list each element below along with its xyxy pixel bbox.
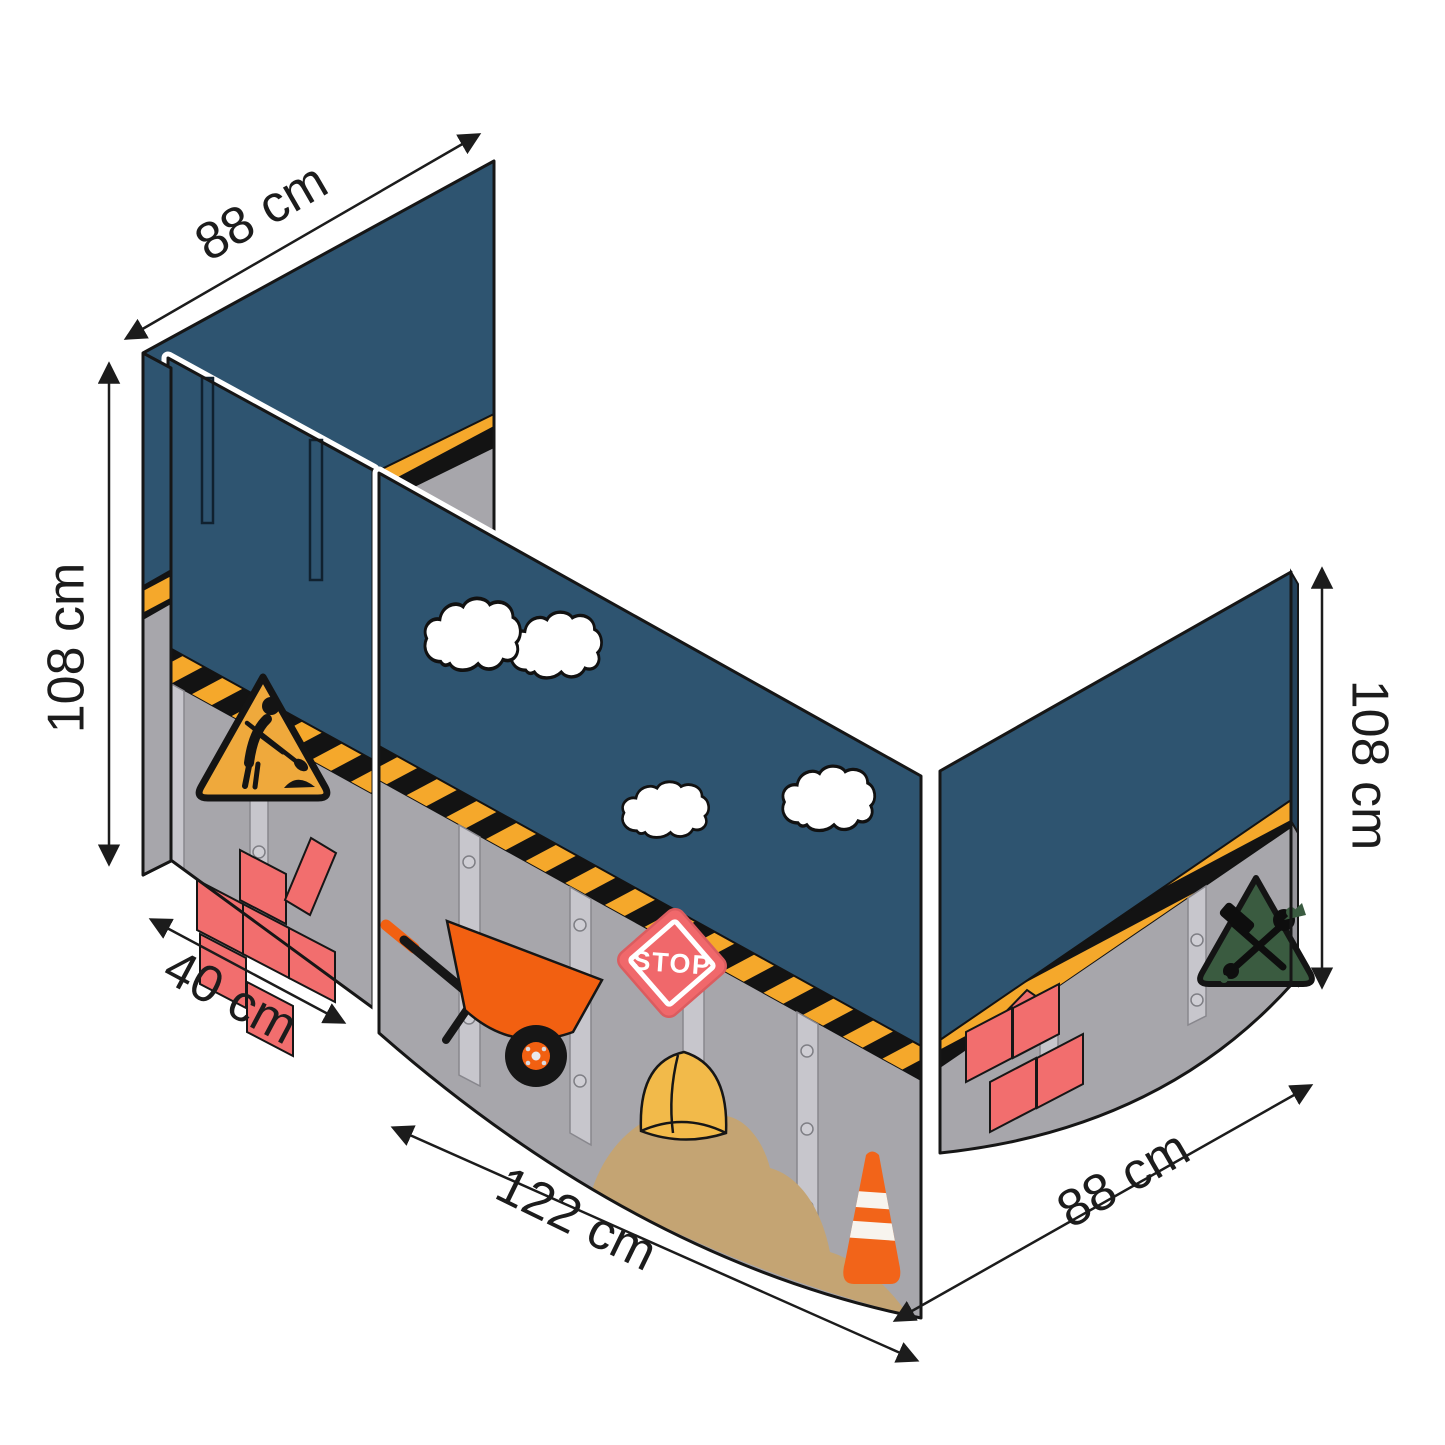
dimension-arrow-back-width	[123, 133, 482, 340]
wheelbarrow-axle	[531, 1051, 541, 1061]
stop-sign: STOP	[617, 908, 727, 1018]
rivet	[1190, 993, 1204, 1007]
fold-strip-blue	[143, 353, 171, 586]
rivet	[1190, 933, 1204, 947]
fold-strip-grey	[143, 604, 171, 875]
dimension-arrow-front-width	[390, 1125, 920, 1363]
dimension-label-back-width: 88 cm	[186, 152, 338, 273]
wrench-end-gap	[1220, 975, 1228, 983]
stop-sign-border	[628, 919, 716, 1007]
dimension-arrow-front-left-width	[148, 918, 347, 1024]
fold-strip-outline	[142, 351, 173, 877]
brick	[1012, 982, 1060, 1060]
hub-bolt	[541, 1060, 547, 1066]
right-panel	[933, 565, 1315, 1160]
wrench-handle	[1229, 922, 1285, 973]
stop-sign-plate	[617, 908, 727, 1018]
hub-bolt	[525, 1060, 531, 1066]
metal-band	[1187, 884, 1207, 1027]
hub-bolt	[541, 1046, 547, 1052]
brick-diamond	[283, 836, 338, 917]
dimension-label-right-height: 108 cm	[1340, 680, 1398, 851]
dimension-arrow-right-width	[892, 1084, 1314, 1322]
hammer-head	[1219, 902, 1255, 936]
hub-bolt	[525, 1046, 531, 1052]
right-panel-blue	[940, 572, 1291, 1040]
rivet	[800, 1122, 814, 1136]
construction-worker-sign-icon	[195, 673, 331, 802]
dimension-label-left-height: 108 cm	[38, 563, 96, 734]
dimension-label-right-width: 88 cm	[1048, 1119, 1200, 1240]
worker-glyph	[242, 697, 315, 790]
wrench-end	[1223, 963, 1239, 979]
rivet	[573, 1074, 587, 1088]
strap-slit	[308, 438, 324, 582]
rivet	[573, 918, 587, 932]
stop-sign-text: STOP	[632, 945, 713, 980]
back-left-fold-strip	[141, 351, 173, 877]
wheelbarrow-icon	[380, 919, 604, 1087]
rivet	[462, 855, 476, 869]
rivet	[252, 845, 266, 859]
tools-glyph	[1219, 902, 1306, 983]
rivet	[800, 1044, 814, 1058]
strap-slit	[200, 376, 215, 525]
front-panel: STOP	[372, 466, 928, 1325]
